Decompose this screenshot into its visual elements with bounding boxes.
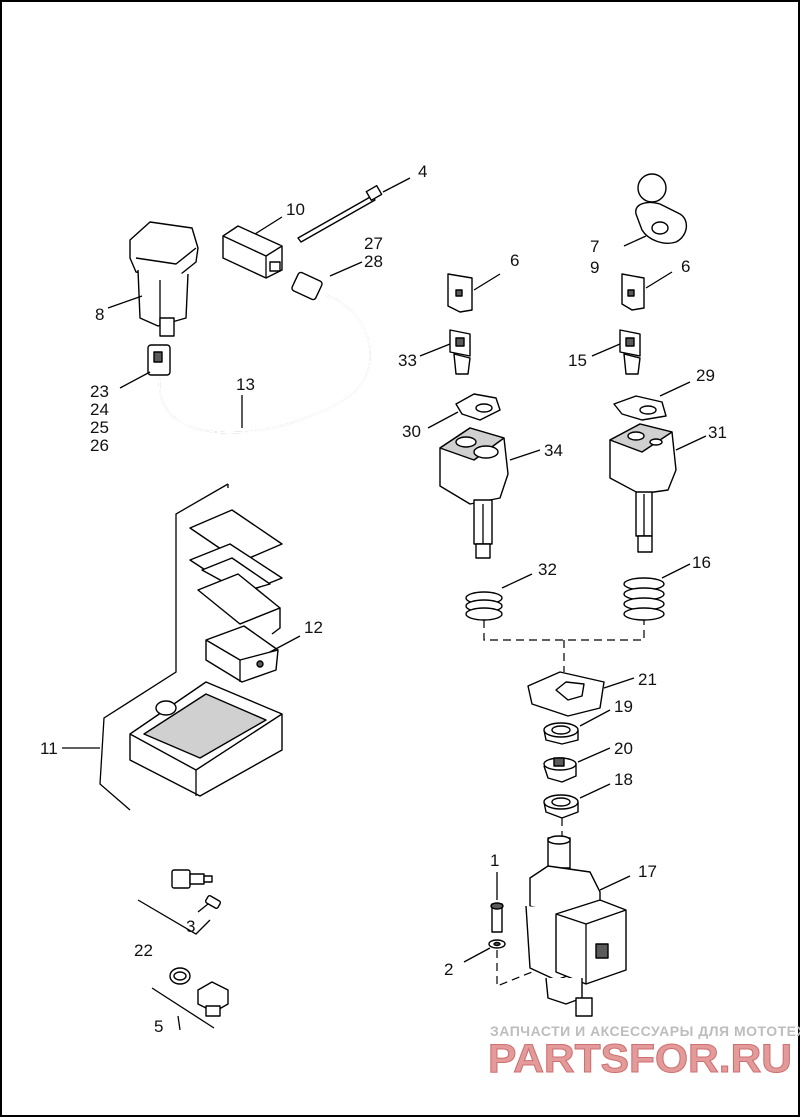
watermark: ЗАПЧАСТИ И АКСЕССУАРЫ ДЛЯ МОТОТЕХНИКИ PA… <box>488 1023 800 1082</box>
part-plate-30 <box>427 393 501 429</box>
callout-3: 3 <box>186 917 195 936</box>
callout-labels: 4 10 27 28 8 6 6 7 9 33 15 29 13 23 24 2… <box>40 162 727 1036</box>
part-plate-29 <box>613 381 691 421</box>
callout-7: 7 <box>590 237 599 256</box>
part-spring-32 <box>465 573 533 621</box>
part-spring-16 <box>623 563 691 621</box>
part-ring-18 <box>543 783 611 819</box>
callout-31: 31 <box>708 423 727 442</box>
callout-8: 8 <box>95 305 104 324</box>
part-cam-20 <box>543 747 611 783</box>
callout-25: 25 <box>90 418 109 437</box>
part-sensor-5 <box>151 967 229 1031</box>
assembly-line-springs <box>483 620 645 641</box>
callout-15: 15 <box>568 351 587 370</box>
callout-5: 5 <box>154 1017 163 1036</box>
callout-18: 18 <box>614 770 633 789</box>
part-ignition-switch-17 <box>525 835 631 1017</box>
callout-2: 2 <box>444 960 453 979</box>
callout-34: 34 <box>544 441 563 460</box>
callout-1: 1 <box>490 851 499 870</box>
part-ignition-cap-31 <box>609 423 707 553</box>
callout-33: 33 <box>398 351 417 370</box>
part-connector-10 <box>222 216 283 279</box>
callout-9: 9 <box>590 258 599 277</box>
callout-26: 26 <box>90 436 109 455</box>
callout-28: 28 <box>364 252 383 271</box>
part-plate-21 <box>527 671 635 717</box>
part-screw-1 <box>490 872 504 933</box>
watermark-logo: PARTSFOR.RU <box>488 1037 792 1081</box>
part-key-left <box>419 329 471 375</box>
part-sensor-22 <box>137 869 213 935</box>
callout-10: 10 <box>286 200 305 219</box>
callout-30: 30 <box>402 422 421 441</box>
part-security-module <box>62 483 301 811</box>
part-terminal-3 <box>197 895 222 913</box>
assembly-line-screw <box>496 950 533 987</box>
callout-6-right: 6 <box>681 257 690 276</box>
part-key-blank-left <box>447 273 501 313</box>
callout-21: 21 <box>638 670 657 689</box>
callout-19: 19 <box>614 697 633 716</box>
part-washer-2 <box>463 939 506 963</box>
callout-12: 12 <box>304 618 323 637</box>
part-ring-19 <box>543 709 611 745</box>
callout-27: 27 <box>364 234 383 253</box>
callout-24: 24 <box>90 400 109 419</box>
part-cable-tie <box>297 177 411 243</box>
part-key-blank-right <box>621 271 673 311</box>
callout-22: 22 <box>134 941 153 960</box>
part-key-right <box>591 329 641 375</box>
callout-29: 29 <box>696 366 715 385</box>
callout-4: 4 <box>418 162 427 181</box>
callout-6-left: 6 <box>510 251 519 270</box>
callout-11: 11 <box>40 739 58 758</box>
part-key-fob <box>623 173 687 247</box>
part-ignition-cap-34 <box>439 427 541 559</box>
callout-17: 17 <box>638 862 657 881</box>
callout-13: 13 <box>236 375 255 394</box>
part-receiver-8 <box>107 221 199 337</box>
callout-23: 23 <box>90 382 109 401</box>
callout-20: 20 <box>614 739 633 758</box>
callout-32: 32 <box>538 560 557 579</box>
watermark-tagline: ЗАПЧАСТИ И АКСЕССУАРЫ ДЛЯ МОТОТЕХНИКИ <box>490 1023 800 1039</box>
part-harness-13 <box>119 261 371 434</box>
callout-16: 16 <box>692 553 711 572</box>
